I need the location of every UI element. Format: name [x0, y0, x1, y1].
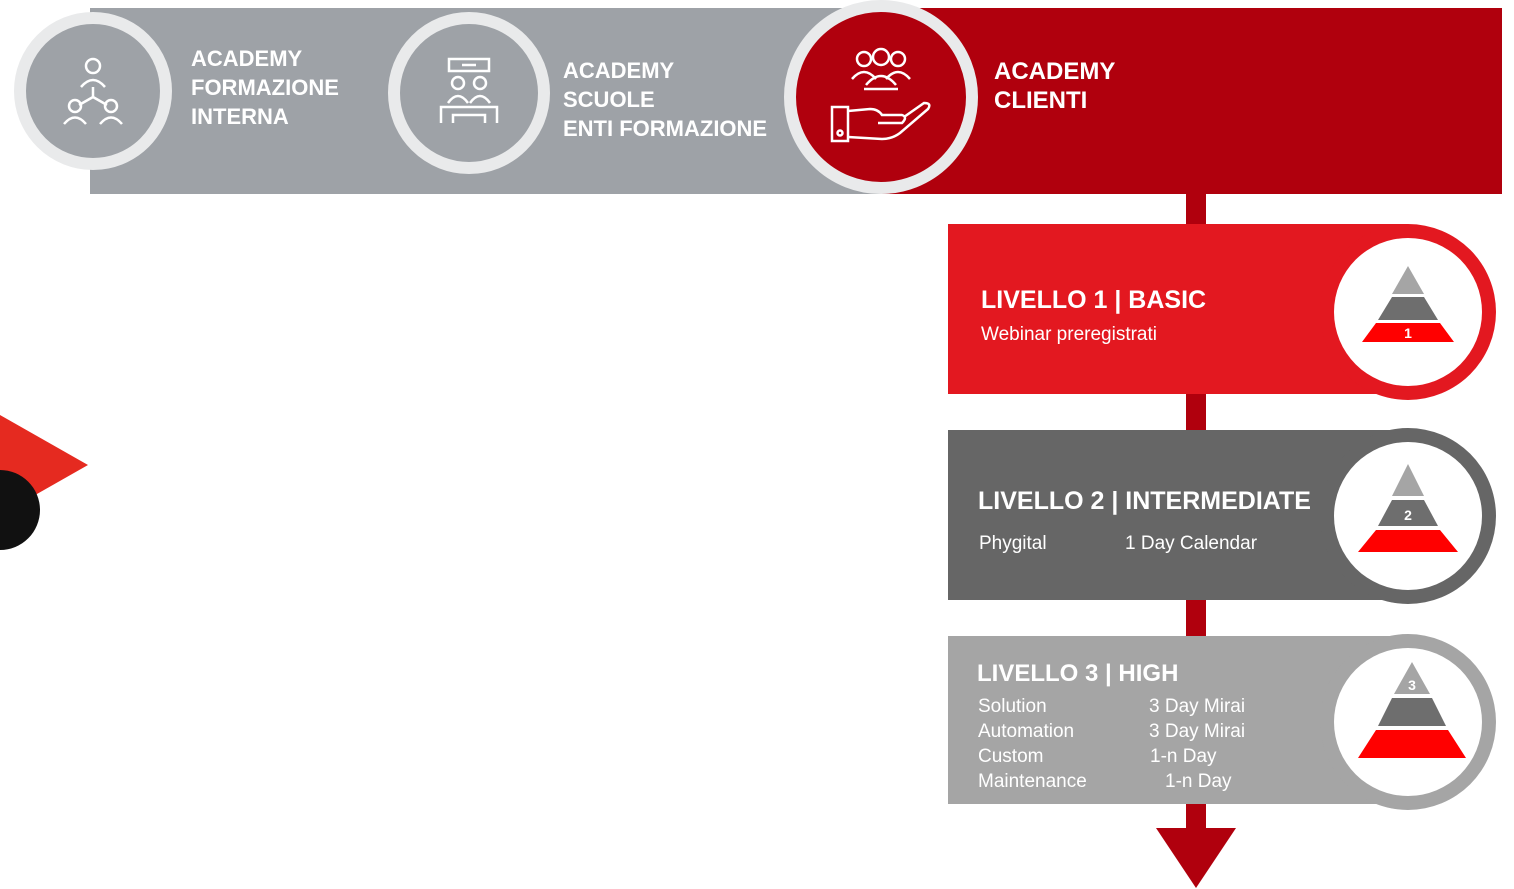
academy-internal-circle [14, 12, 172, 170]
level-1-title: LIVELLO 1 | BASIC [981, 286, 1207, 314]
level-3-badge: 3 [1334, 648, 1482, 796]
banner-text-clients: ACADEMY CLIENTI [994, 58, 1116, 114]
level-3-row-3-label: Custom [978, 746, 1044, 767]
level-2-row-1-value: 1 Day Calendar [1125, 533, 1258, 554]
clients-hand-icon [830, 47, 931, 143]
network-people-icon [63, 57, 123, 125]
banner-text-internal: ACADEMY FORMAZIONE INTERNA [191, 46, 339, 129]
level-1-row-1-label: Webinar preregistrati [981, 324, 1158, 345]
level-2-row-1-label: Phygital [979, 533, 1047, 554]
level-3-title: LIVELLO 3 | HIGH [977, 660, 1179, 687]
pyramid-icon: 2 [1358, 464, 1458, 552]
level-3-row-3-value: 1-n Day [1150, 746, 1217, 767]
banner-text-schools: ACADEMY SCUOLE ENTI FORMAZIONE [563, 58, 768, 141]
level-2-title: LIVELLO 2 | INTERMEDIATE [978, 487, 1311, 515]
level-3-row-2-label: Automation [978, 721, 1075, 742]
academy-clients-circle [784, 0, 978, 194]
academy-schools-circle [388, 12, 550, 174]
level-3-badge-number: 3 [1408, 677, 1416, 693]
level-2-badge: 2 [1334, 442, 1482, 590]
level-3-row-4-value: 1-n Day [1165, 771, 1232, 792]
classroom-icon [439, 57, 499, 123]
flow-arrow [1156, 828, 1236, 888]
level-1-badge: 1 [1334, 238, 1482, 386]
level-1-badge-number: 1 [1404, 325, 1412, 341]
pyramid-icon: 1 [1362, 266, 1454, 342]
level-3-row-1-label: Solution [978, 696, 1047, 717]
level-2-badge-number: 2 [1404, 507, 1412, 523]
banner-red-band [880, 8, 1502, 194]
level-3-row-1-value: 3 Day Mirai [1149, 696, 1246, 717]
level-3-row-2-value: 3 Day Mirai [1149, 721, 1246, 742]
pyramid-icon: 3 [1358, 662, 1466, 758]
level-3-row-4-label: Maintenance [978, 771, 1087, 792]
